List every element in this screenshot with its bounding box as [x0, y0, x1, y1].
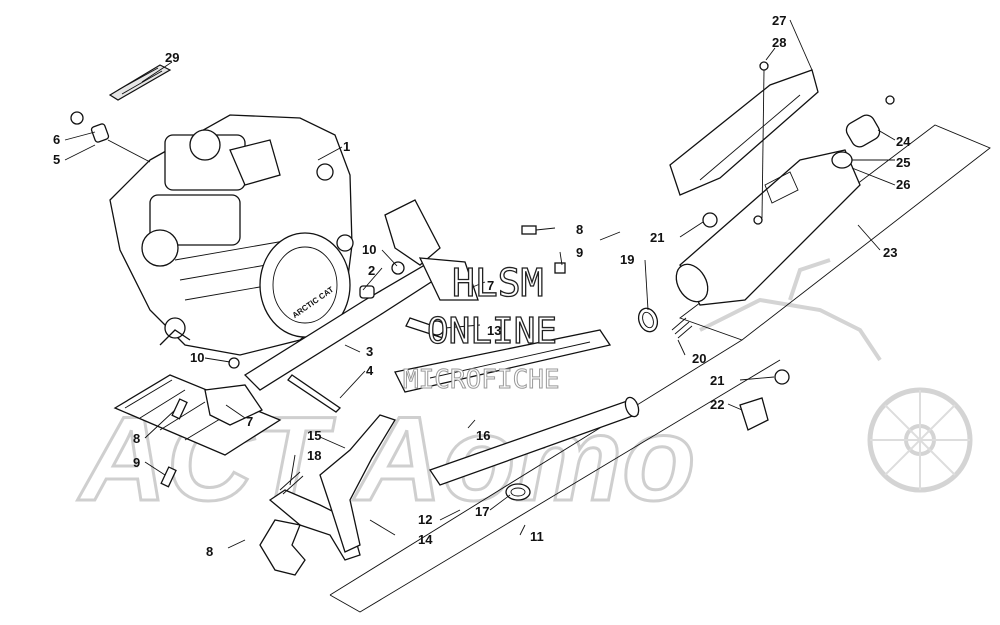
gasket-part-25 — [831, 151, 853, 169]
bracket-plate — [384, 199, 441, 266]
callout-24: 24 — [896, 134, 911, 149]
callout-2: 2 — [368, 263, 375, 278]
watermark-line-1: HLSM — [452, 261, 544, 305]
bracket-part-7-upper — [418, 257, 479, 301]
callout-5: 5 — [53, 152, 60, 167]
bracket-part-22 — [739, 397, 769, 431]
callout-10-lower: 10 — [190, 350, 204, 365]
callout-22: 22 — [710, 397, 724, 412]
spacer-part-5 — [90, 123, 110, 143]
pipe-group-outline-bottom — [329, 359, 781, 613]
screw-part-28 — [759, 61, 769, 71]
callout-6: 6 — [53, 132, 60, 147]
nut-part-9-upper — [554, 262, 566, 274]
callout-25: 25 — [896, 155, 910, 170]
callout-numbers: 1 2 3 4 5 6 7 7 8 8 8 9 9 10 10 11 12 13… — [53, 13, 911, 559]
nut-part-10-lower — [228, 357, 240, 369]
callout-13: 13 — [487, 323, 501, 338]
callout-11: 11 — [530, 529, 544, 544]
callout-7-upper: 7 — [487, 278, 494, 293]
callout-21-lower: 21 — [710, 373, 724, 388]
callout-8-bottom: 8 — [206, 544, 213, 559]
skid-plate-bracket — [113, 374, 282, 456]
mid-pipe-part-16 — [394, 329, 612, 393]
callout-23: 23 — [883, 245, 897, 260]
muffler-inlet — [675, 263, 709, 303]
nut-part-6 — [70, 111, 84, 125]
pipe-group-outline-top — [329, 339, 743, 596]
callout-9-left: 9 — [133, 455, 140, 470]
callout-12: 12 — [418, 512, 432, 527]
spring-part-20 — [671, 317, 693, 339]
bolt-part-4 — [287, 374, 342, 413]
decal-part-29 — [108, 64, 172, 101]
valve-cover-cap — [189, 129, 221, 161]
muffler-body — [679, 149, 861, 306]
callout-8-upper: 8 — [576, 222, 583, 237]
leader-lines — [64, 19, 896, 549]
spacer-and-nut — [70, 111, 151, 163]
gasket-part-19 — [637, 307, 659, 333]
screw-part-24 — [885, 95, 895, 105]
callout-9-upper: 9 — [576, 245, 583, 260]
spacer-part-2 — [359, 285, 375, 299]
grommet-part-21-upper — [702, 212, 718, 228]
oil-filter — [141, 229, 179, 267]
callout-20: 20 — [692, 351, 706, 366]
nut-part-10-upper — [391, 261, 405, 275]
callout-19: 19 — [620, 252, 634, 267]
bolt-part-8-lower — [171, 398, 188, 420]
exhaust-gasket-flange — [204, 384, 263, 426]
callout-26: 26 — [896, 177, 910, 192]
head-pipe-part-12 — [428, 396, 640, 486]
callout-18: 18 — [307, 448, 321, 463]
muffler-mount-hardware — [702, 212, 790, 431]
callout-21-upper: 21 — [650, 230, 664, 245]
bolt-part-8-upper — [521, 225, 537, 235]
spark-arrestor — [831, 95, 895, 169]
engine-assembly: ARCTIC CAT — [109, 114, 354, 356]
callout-15: 15 — [307, 428, 321, 443]
cylinder-head-rear — [149, 194, 241, 246]
intake-boot — [229, 139, 281, 186]
callout-28: 28 — [772, 35, 786, 50]
watermark-line-3: MICROFICHE — [403, 365, 560, 395]
callout-8-left: 8 — [133, 431, 140, 446]
grommet-part-21-lower — [774, 369, 790, 385]
callout-29: 29 — [165, 50, 179, 65]
hlsm-watermark: HLSM ONLINE MICROFICHE — [403, 260, 561, 395]
callout-3: 3 — [366, 344, 373, 359]
callout-16: 16 — [476, 428, 490, 443]
spring-part-18 — [279, 471, 304, 495]
watermark-line-2: ONLINE — [427, 311, 557, 352]
callout-27: 27 — [772, 13, 786, 28]
head-pipe-part-14 — [259, 489, 361, 576]
upper-bracket — [359, 199, 479, 301]
bolt-part-9-lower — [160, 466, 177, 488]
spark-arrestor-part-24 — [845, 114, 881, 148]
skid-bracket-left — [113, 357, 282, 488]
callout-14: 14 — [418, 532, 433, 547]
callout-1: 1 — [343, 139, 350, 154]
callout-7-lower: 7 — [246, 414, 253, 429]
callout-10-upper: 10 — [362, 242, 376, 257]
heat-shield-part-27 — [669, 61, 819, 219]
head-pipe-part-15 — [319, 414, 396, 553]
callout-17: 17 — [475, 504, 489, 519]
clamp-part-17 — [505, 483, 531, 501]
callout-4: 4 — [366, 363, 374, 378]
muffler-part-23 — [675, 149, 861, 306]
